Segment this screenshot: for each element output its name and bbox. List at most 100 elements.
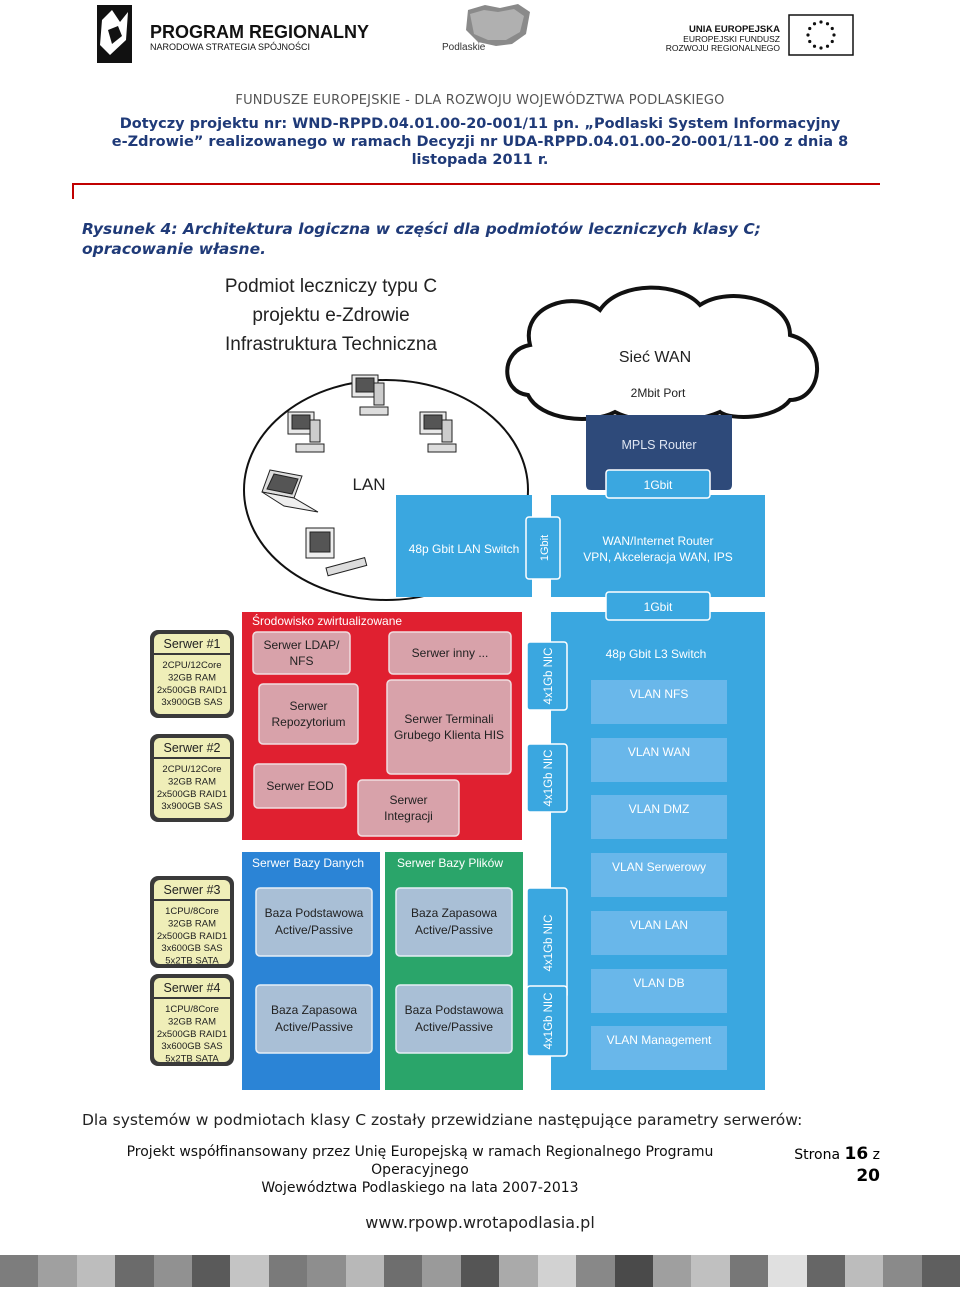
footer-note: Projekt współfinansowany przez Unię Euro…	[126, 1144, 714, 1196]
server-name: Serwer #4	[164, 981, 221, 995]
svg-text:UNIA EUROPEJSKA: UNIA EUROPEJSKA	[689, 24, 780, 35]
database-box	[395, 984, 513, 1054]
vlan-box	[591, 969, 727, 1013]
virtual-server-box	[258, 683, 359, 745]
virtual-server-box	[386, 679, 512, 775]
diagram-title-3: Infrastruktura Techniczna	[225, 334, 437, 355]
vlan-label: VLAN WAN	[628, 745, 690, 759]
header-logos: PROGRAM REGIONALNY NARODOWA STRATEGIA SP…	[97, 4, 854, 63]
strip-block	[576, 1255, 615, 1287]
link-1gbit-mid	[605, 591, 711, 621]
server-spec: 32GB RAM	[168, 1016, 216, 1027]
strip-block	[192, 1255, 231, 1287]
database-box	[395, 887, 513, 957]
server-spec: 5x2TB SATA	[165, 956, 219, 967]
footer-gray-strip	[0, 1255, 960, 1287]
desktop-computer-icon	[287, 411, 325, 453]
strip-block	[883, 1255, 922, 1287]
svg-text:1Gbit: 1Gbit	[644, 478, 673, 492]
svg-text:1Gbit: 1Gbit	[644, 600, 673, 614]
svg-text:VPN, Akceleracja WAN, IPS: VPN, Akceleracja WAN, IPS	[583, 550, 733, 564]
svg-text:Active/Passive: Active/Passive	[275, 923, 353, 937]
desktop-computer-icon	[351, 374, 389, 416]
vlan-label: VLAN LAN	[630, 918, 688, 932]
strip-block	[384, 1255, 423, 1287]
eu-star-icon	[808, 39, 812, 44]
virtual-server-label: NFS	[290, 654, 314, 668]
strip-block	[153, 1255, 193, 1287]
header-rule	[72, 183, 880, 185]
virtual-server-label: Serwer inny ...	[412, 646, 489, 660]
svg-text:Serwer Bazy Plików: Serwer Bazy Plików	[397, 856, 503, 870]
virtual-server-label: Grubego Klienta HIS	[394, 728, 504, 742]
wan-router-block	[551, 495, 765, 597]
link-1gbit-top	[605, 469, 711, 499]
svg-text:Baza Zapasowa: Baza Zapasowa	[411, 906, 497, 920]
svg-text:Active/Passive: Active/Passive	[415, 923, 493, 937]
virtual-server-label: Serwer Terminali	[404, 712, 493, 726]
eu-star-icon	[806, 33, 810, 37]
project-line: Dotyczy projektu nr: WND-RPPD.04.01.00-2…	[111, 116, 849, 168]
eu-star-icon	[832, 33, 836, 37]
eu-star-icon	[819, 46, 823, 50]
vlan-label: VLAN DB	[633, 976, 684, 990]
svg-text:EUROPEJSKI FUNDUSZ: EUROPEJSKI FUNDUSZ	[683, 34, 780, 44]
eu-star-icon	[812, 22, 817, 26]
server-spec: 3x600GB SAS	[161, 1041, 222, 1052]
svg-text:Baza Podstawowa: Baza Podstawowa	[405, 1003, 504, 1017]
server-spec: 3x900GB SAS	[161, 697, 222, 708]
vlan-box	[591, 853, 727, 897]
lan-switch	[396, 495, 532, 597]
svg-text:ROZWOJU REGIONALNEGO: ROZWOJU REGIONALNEGO	[666, 43, 781, 53]
server-name: Serwer #2	[164, 741, 221, 755]
laptop-icon	[261, 469, 319, 513]
virtual-server-box	[388, 631, 512, 675]
server-spec: 2CPU/12Core	[162, 764, 221, 775]
diagram-title-1: Podmiot leczniczy typu C	[225, 276, 437, 297]
eu-logo: UNIA EUROPEJSKA EUROPEJSKI FUNDUSZ ROZWO…	[666, 14, 854, 56]
svg-text:WAN/Internet Router: WAN/Internet Router	[603, 534, 714, 548]
strip-block	[652, 1255, 692, 1287]
strip-block	[499, 1255, 538, 1287]
server-spec: 2CPU/12Core	[162, 660, 221, 671]
server-spec: 2x500GB RAID1	[157, 1029, 227, 1040]
svg-text:Baza Zapasowa: Baza Zapasowa	[271, 1003, 357, 1017]
virtual-server-box	[253, 763, 347, 809]
podlaskie-label: Podlaskie	[442, 42, 486, 53]
server-name: Serwer #1	[164, 637, 221, 651]
vlan-box	[591, 680, 727, 724]
strip-block	[614, 1255, 653, 1287]
eu-star-icon	[812, 44, 817, 48]
strip-block	[460, 1255, 500, 1287]
strip-block	[691, 1255, 730, 1287]
nic-label: 4x1Gb NIC	[543, 648, 555, 705]
footer-url[interactable]: www.rpowp.wrotapodlasia.pl	[365, 1213, 595, 1232]
strip-block	[806, 1255, 845, 1287]
svg-text:Serwer Bazy Danych: Serwer Bazy Danych	[252, 856, 364, 870]
svg-text:Active/Passive: Active/Passive	[275, 1020, 353, 1034]
podlaskie-logo: Podlaskie	[442, 4, 530, 53]
eu-star-icon	[830, 26, 834, 31]
strip-block	[0, 1255, 39, 1287]
svg-text:1Gbit: 1Gbit	[539, 535, 551, 561]
eu-star-icon	[825, 22, 830, 26]
nic-connector	[526, 641, 568, 711]
eu-star-icon	[819, 20, 823, 24]
strip-block	[307, 1255, 346, 1287]
header-rule-tick	[72, 183, 74, 199]
vlan-box	[591, 911, 727, 955]
virtual-server-box	[357, 779, 460, 837]
svg-text:Środowisko zwirtualizowane: Środowisko zwirtualizowane	[252, 613, 402, 628]
vlan-box	[591, 795, 727, 839]
eu-star-icon	[825, 44, 830, 48]
server-spec: 32GB RAM	[168, 672, 216, 683]
server-spec: 2x500GB RAID1	[157, 685, 227, 696]
svg-text:Baza Podstawowa: Baza Podstawowa	[265, 906, 364, 920]
server-spec: 32GB RAM	[168, 918, 216, 929]
eu-star-icon	[808, 26, 812, 31]
strip-block	[844, 1255, 884, 1287]
strip-block	[729, 1255, 769, 1287]
server-spec: 3x600GB SAS	[161, 943, 222, 954]
desktop-computer-icon	[305, 527, 368, 577]
